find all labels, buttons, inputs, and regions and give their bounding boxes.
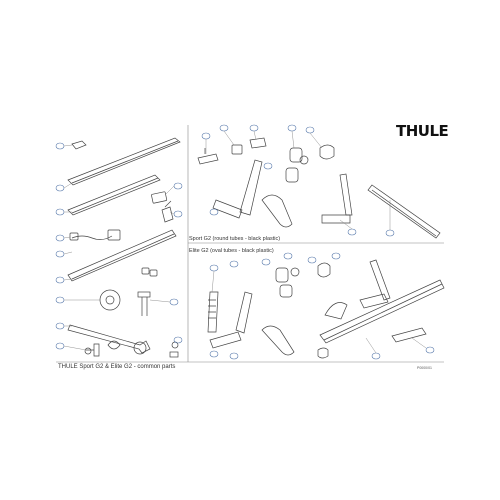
section-label-elite: Elite G2 (oval tubes - black plastic) (189, 248, 274, 254)
part-key (86, 343, 100, 357)
frame-lines (56, 125, 444, 363)
part-pad-inner (105, 295, 115, 305)
elite-strap (261, 325, 295, 356)
leader-lines (63, 130, 427, 354)
part-screws (137, 291, 151, 316)
part-pad-outer (99, 289, 121, 311)
part-clip-small (71, 140, 87, 150)
sport-strap (261, 194, 293, 228)
elite-wheelholder (369, 259, 391, 301)
sport-arm (239, 159, 263, 216)
part-knob (133, 341, 147, 355)
part-bracket (161, 200, 174, 223)
part-cap-2 (149, 269, 158, 277)
elite-clip (324, 302, 348, 320)
elite-rollers (275, 267, 300, 298)
sport-wheelholder (339, 173, 353, 216)
elite-profile (319, 279, 445, 344)
diagram-caption: THULE Sport G2 & Elite G2 - common parts (58, 364, 176, 370)
sport-parts (197, 137, 441, 239)
part-bar-2 (67, 174, 161, 216)
elite-endcap (317, 262, 331, 278)
part-cap-1 (141, 267, 150, 275)
elite-endpiece (317, 347, 329, 359)
left-parts (67, 137, 181, 358)
sport-rollers (285, 147, 309, 183)
brand-logo: THULE (396, 122, 449, 140)
elite-parts (207, 259, 445, 359)
sport-endcap (319, 144, 335, 160)
sport-holder (249, 137, 267, 149)
part-block-1 (151, 191, 168, 204)
drawing-code: P0000/01 (417, 366, 432, 370)
part-clamp (107, 340, 121, 350)
elite-upright (207, 291, 219, 333)
part-wrench (67, 324, 151, 354)
elite-arm (235, 291, 253, 334)
elite-wedge (391, 327, 427, 343)
section-label-sport: Sport G2 (round tubes - black plastic) (189, 236, 281, 242)
sport-cube (231, 144, 243, 155)
sport-profile (367, 184, 441, 239)
callout-markers (55, 124, 435, 360)
sport-bracket (197, 148, 219, 165)
